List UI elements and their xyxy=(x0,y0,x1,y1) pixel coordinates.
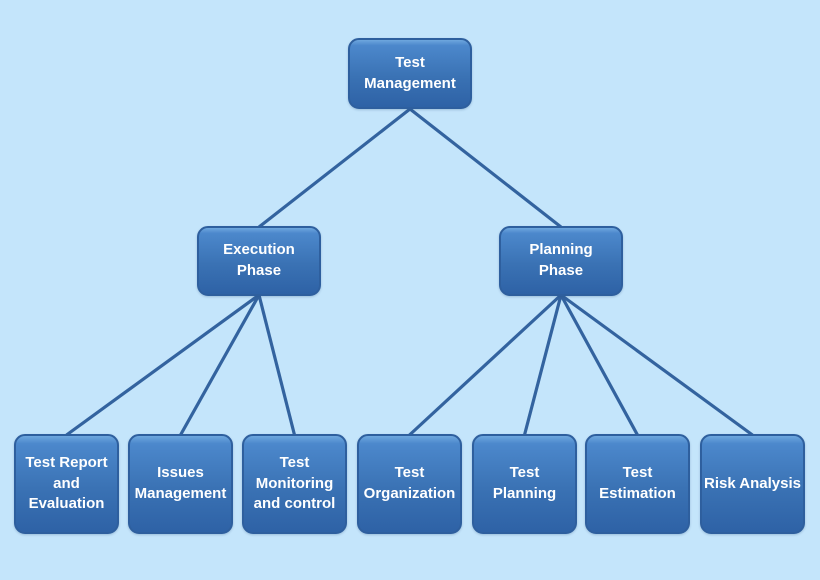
node-label: Test Report and Evaluation xyxy=(25,453,108,513)
node-label: Planning Phase xyxy=(529,241,593,279)
edge-planning-test-planning xyxy=(522,294,563,436)
node-label: Test Monitoring and control xyxy=(253,453,336,513)
node-test-management: Test Management xyxy=(348,38,472,109)
node-test-planning: Test Planning xyxy=(472,434,577,534)
node-issues-management: Issues Management xyxy=(128,434,233,534)
edge-execution-test-monitoring xyxy=(257,294,297,436)
node-label: Test Estimation xyxy=(599,464,676,502)
node-test-report-and-evaluation: Test Report and Evaluation xyxy=(14,434,119,534)
node-test-estimation: Test Estimation xyxy=(585,434,690,534)
node-label: Test Planning xyxy=(492,464,557,502)
edge-root-planning xyxy=(409,107,562,229)
node-label: Test Organization xyxy=(363,464,456,502)
node-test-monitoring-and-control: Test Monitoring and control xyxy=(242,434,347,534)
edge-execution-test-report xyxy=(65,293,260,437)
edge-root-execution xyxy=(258,107,411,229)
node-label: Execution Phase xyxy=(223,241,295,279)
edge-planning-test-organization xyxy=(408,293,563,437)
node-label: Issues Management xyxy=(134,464,227,502)
edge-planning-test-estimation xyxy=(559,294,639,436)
node-label: Test Management xyxy=(364,53,456,92)
node-risk-analysis: Risk Analysis xyxy=(700,434,805,534)
edge-planning-risk-analysis xyxy=(560,293,754,437)
node-label: Risk Analysis xyxy=(704,474,801,492)
edge-execution-issues-management xyxy=(179,294,261,436)
node-execution-phase: Execution Phase xyxy=(197,226,321,296)
node-test-organization: Test Organization xyxy=(357,434,462,534)
node-planning-phase: Planning Phase xyxy=(499,226,623,296)
